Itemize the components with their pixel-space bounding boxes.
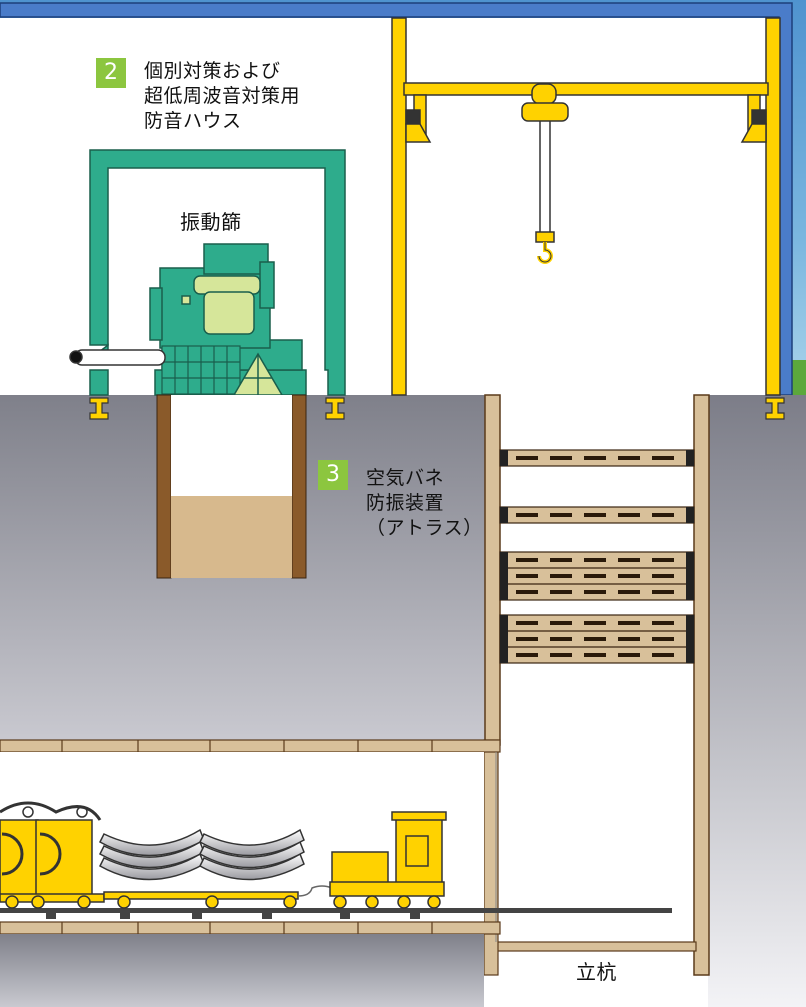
tunnel-floor [0,921,501,935]
below-tunnel-ground [0,934,484,1007]
shaft-wall-left [484,394,501,746]
sediment-pit [156,394,307,579]
gantry-crane [391,17,781,396]
shaft-wall-right [693,394,710,976]
rail-track [0,908,672,913]
item-2-line-2: 超低周波音対策用 [144,85,301,107]
feed-pipe [69,349,166,366]
strut-2 [499,506,695,524]
item-3-line-1: 空気バネ [366,467,445,489]
electric-hoist [521,83,569,264]
segment-flatcar [99,828,305,909]
item-3-line-3: （アトラス） [366,517,483,539]
item-3-badge: 3 [318,460,348,490]
strut-1 [499,449,695,467]
segment-carrier-machine [0,801,105,909]
item-3-line-2: 防振装置 [366,492,445,514]
item-2-badge: 2 [96,58,126,88]
item-3-label: 空気バネ 防振装置 （アトラス） [366,466,483,541]
air-spring-pads [89,397,785,420]
shaft-label: 立杭 [576,960,617,984]
vibrating-screen-machine [149,243,307,396]
item-2-line-3: 防音ハウス [144,110,242,132]
strut-3 [499,551,695,601]
item-2-label: 個別対策および 超低周波音対策用 防音ハウス [144,59,300,134]
screen-grate [161,345,241,395]
item-2-line-1: 個別対策および [144,60,281,82]
building-interior [0,18,780,395]
battery-locomotive [297,811,447,909]
ground-right [708,395,806,1007]
strut-4 [499,614,695,664]
vibrating-screen-label: 振動篩 [180,210,242,234]
shaft-struts [499,449,695,664]
rail-sleepers [46,913,420,919]
tunnel-ceiling [0,739,501,753]
shaft-base-beam [495,941,697,952]
